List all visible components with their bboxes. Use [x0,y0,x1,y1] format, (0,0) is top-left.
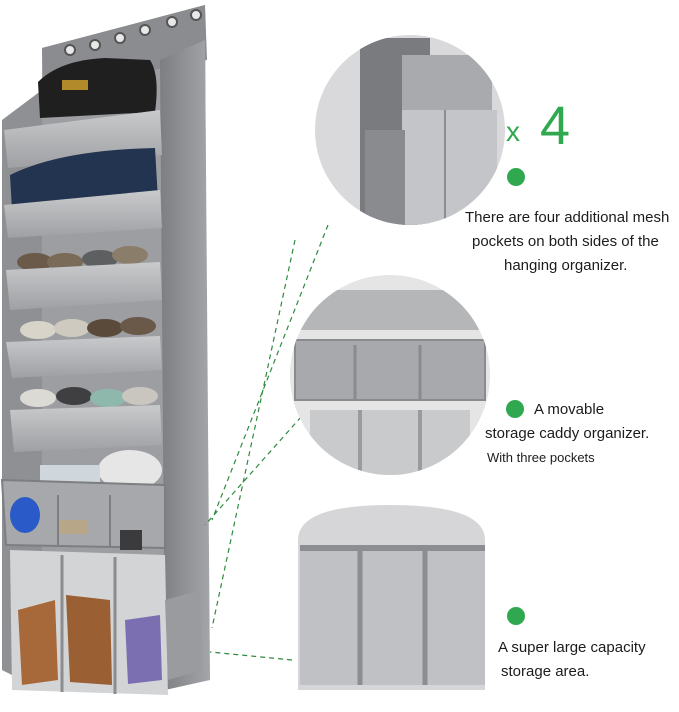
side-pockets-line-2: pockets on both sides of the [472,233,659,250]
side-mesh-pocket [165,590,202,680]
bullet-dot-1 [507,168,525,186]
bag-item [38,58,157,118]
bullet-dot-2 [506,400,524,418]
storage-line-1: A super large capacity [498,639,646,656]
detail-storage [298,505,485,690]
detail-caddy [290,275,490,475]
organizer-side-wall [160,40,210,690]
grommet-row [64,9,202,56]
bottom-storage [10,550,168,695]
shelf-5 [10,405,162,452]
shelf-4 [6,336,162,378]
multiplier-x: x [506,116,520,147]
shelf-2 [4,190,162,238]
caddy-line-1: A movable [534,401,605,418]
caddy-line-2: storage caddy organizer. [485,425,650,442]
shelf-3 [6,262,162,310]
hat-item [40,450,162,490]
shoes-row-2 [20,317,156,339]
multiplier-number: 4 [540,96,571,156]
shoes-row-3 [20,387,158,407]
side-pockets-line-1: There are four additional mesh [465,209,670,226]
caddy-organizer [0,478,166,550]
side-pockets-line-3: hanging organizer. [504,257,628,274]
storage-line-2: storage area. [501,663,590,680]
bullet-dot-3 [507,607,525,625]
caddy-line-3: With three pockets [487,450,595,465]
